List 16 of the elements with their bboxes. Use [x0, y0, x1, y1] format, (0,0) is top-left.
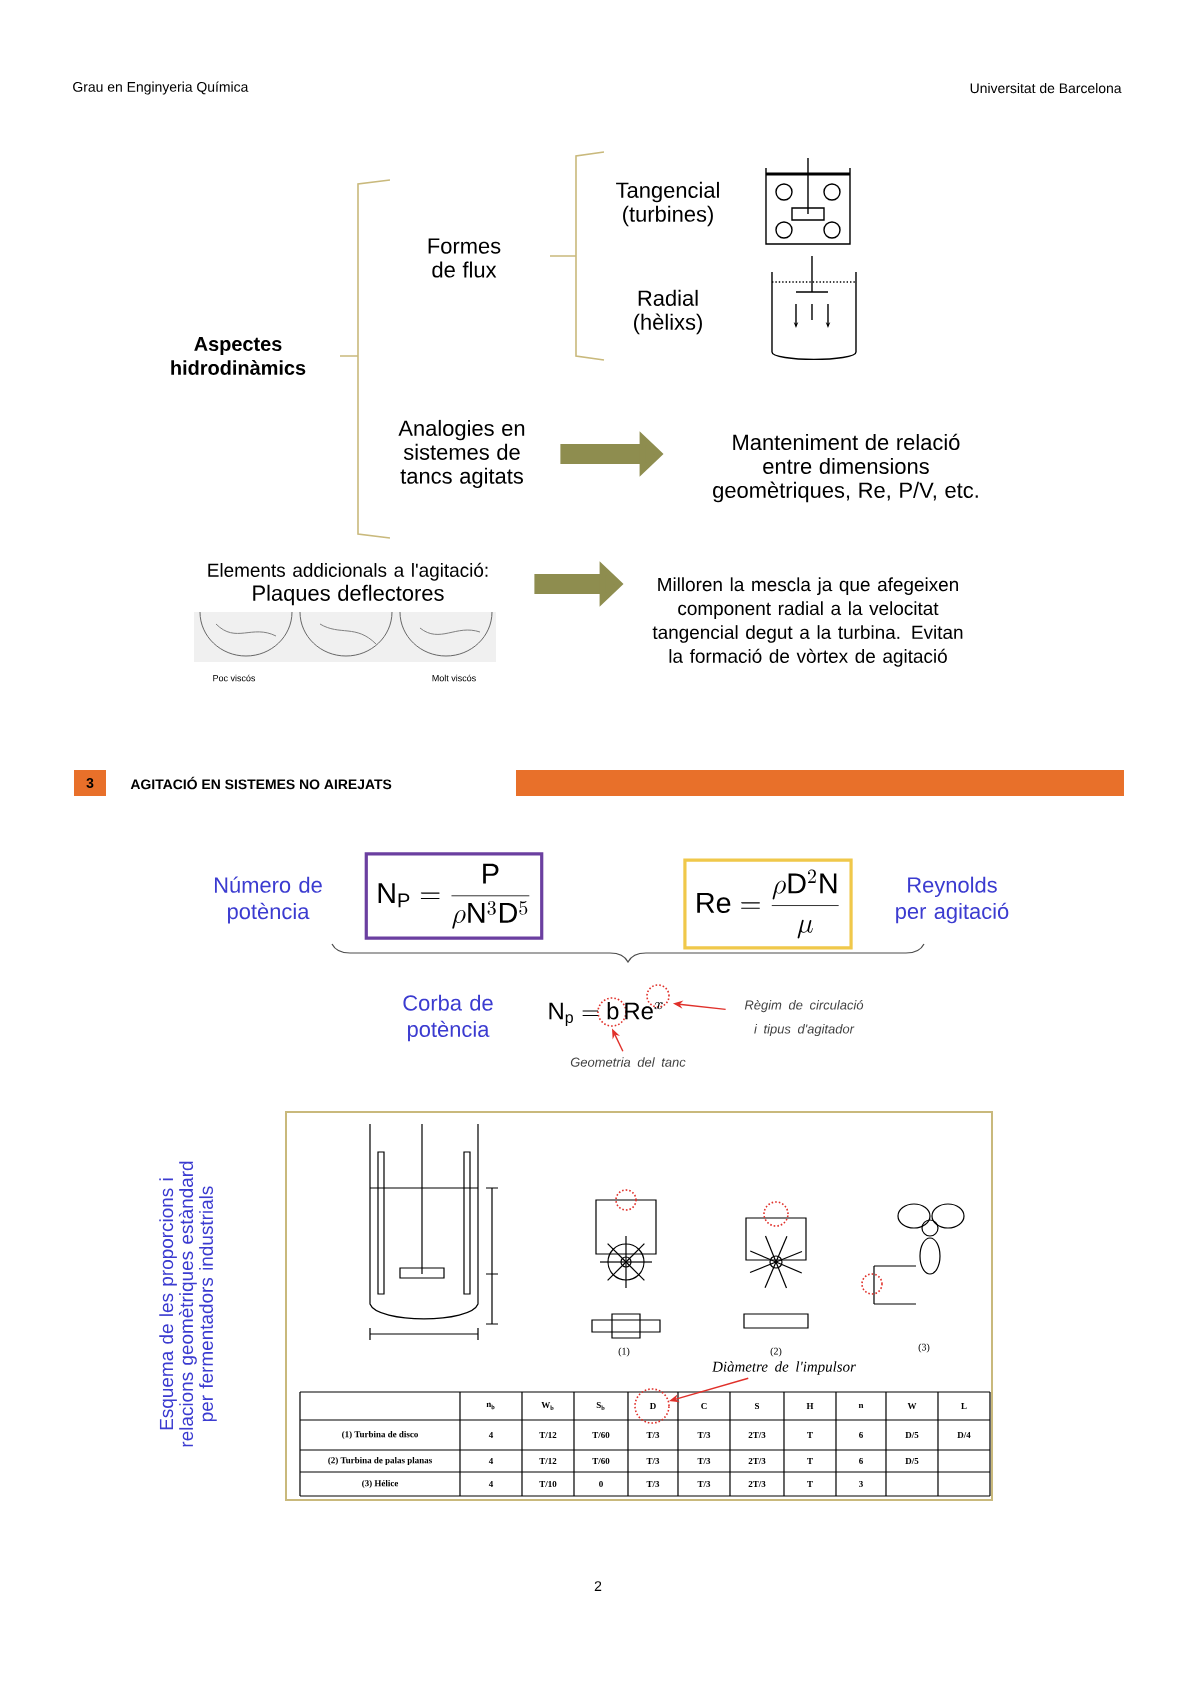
formula: $\mathrm{N_p} = \mathrm{b}\,\mathrm{Re}^{x}$ [549, 1001, 663, 1027]
result-text: Manteniment de relació entre dimensions geomètriques, Re, P/V, etc. [713, 433, 978, 503]
result-text: Milloren la mescla ja que afegeixen component radial a la velocitat tangencial degut a la turbina. Evitan la formació de vòrtex de agitació [652, 577, 963, 667]
topic-text: Analogies en sistemes de tancs agitats [398, 419, 525, 489]
topic-text: Formes de flux [428, 238, 501, 278]
formula-name: Número de potència [215, 876, 322, 924]
topic-text: Elements addicionals a l'agitació: Plaques deflectores [208, 562, 488, 606]
formula-box: $\mathrm{Re} = \frac{\rho \mathrm{D}^2 \mathrm{N}}{\mu}$ [683, 858, 853, 950]
figure-caption: Esquema de les proporcions i relacions geomètriques estàndard per fermentadors industrials [159, 1161, 217, 1447]
formula-name: Reynolds per agitació [896, 876, 1009, 924]
formula-name: Corba de potència [403, 994, 493, 1042]
topic-text: Radial (hèlixs) [634, 289, 702, 335]
dotted-circle [634, 1388, 670, 1424]
formula-box: $\mathrm{N_P} = \frac{\mathrm{P}}{\rho \mathrm{N}^3 \mathrm{D}^5}$ [364, 852, 544, 940]
topic-text: Aspectes hidrodinàmics [171, 337, 306, 375]
topic-text: Tangencial (turbines) [616, 181, 719, 227]
